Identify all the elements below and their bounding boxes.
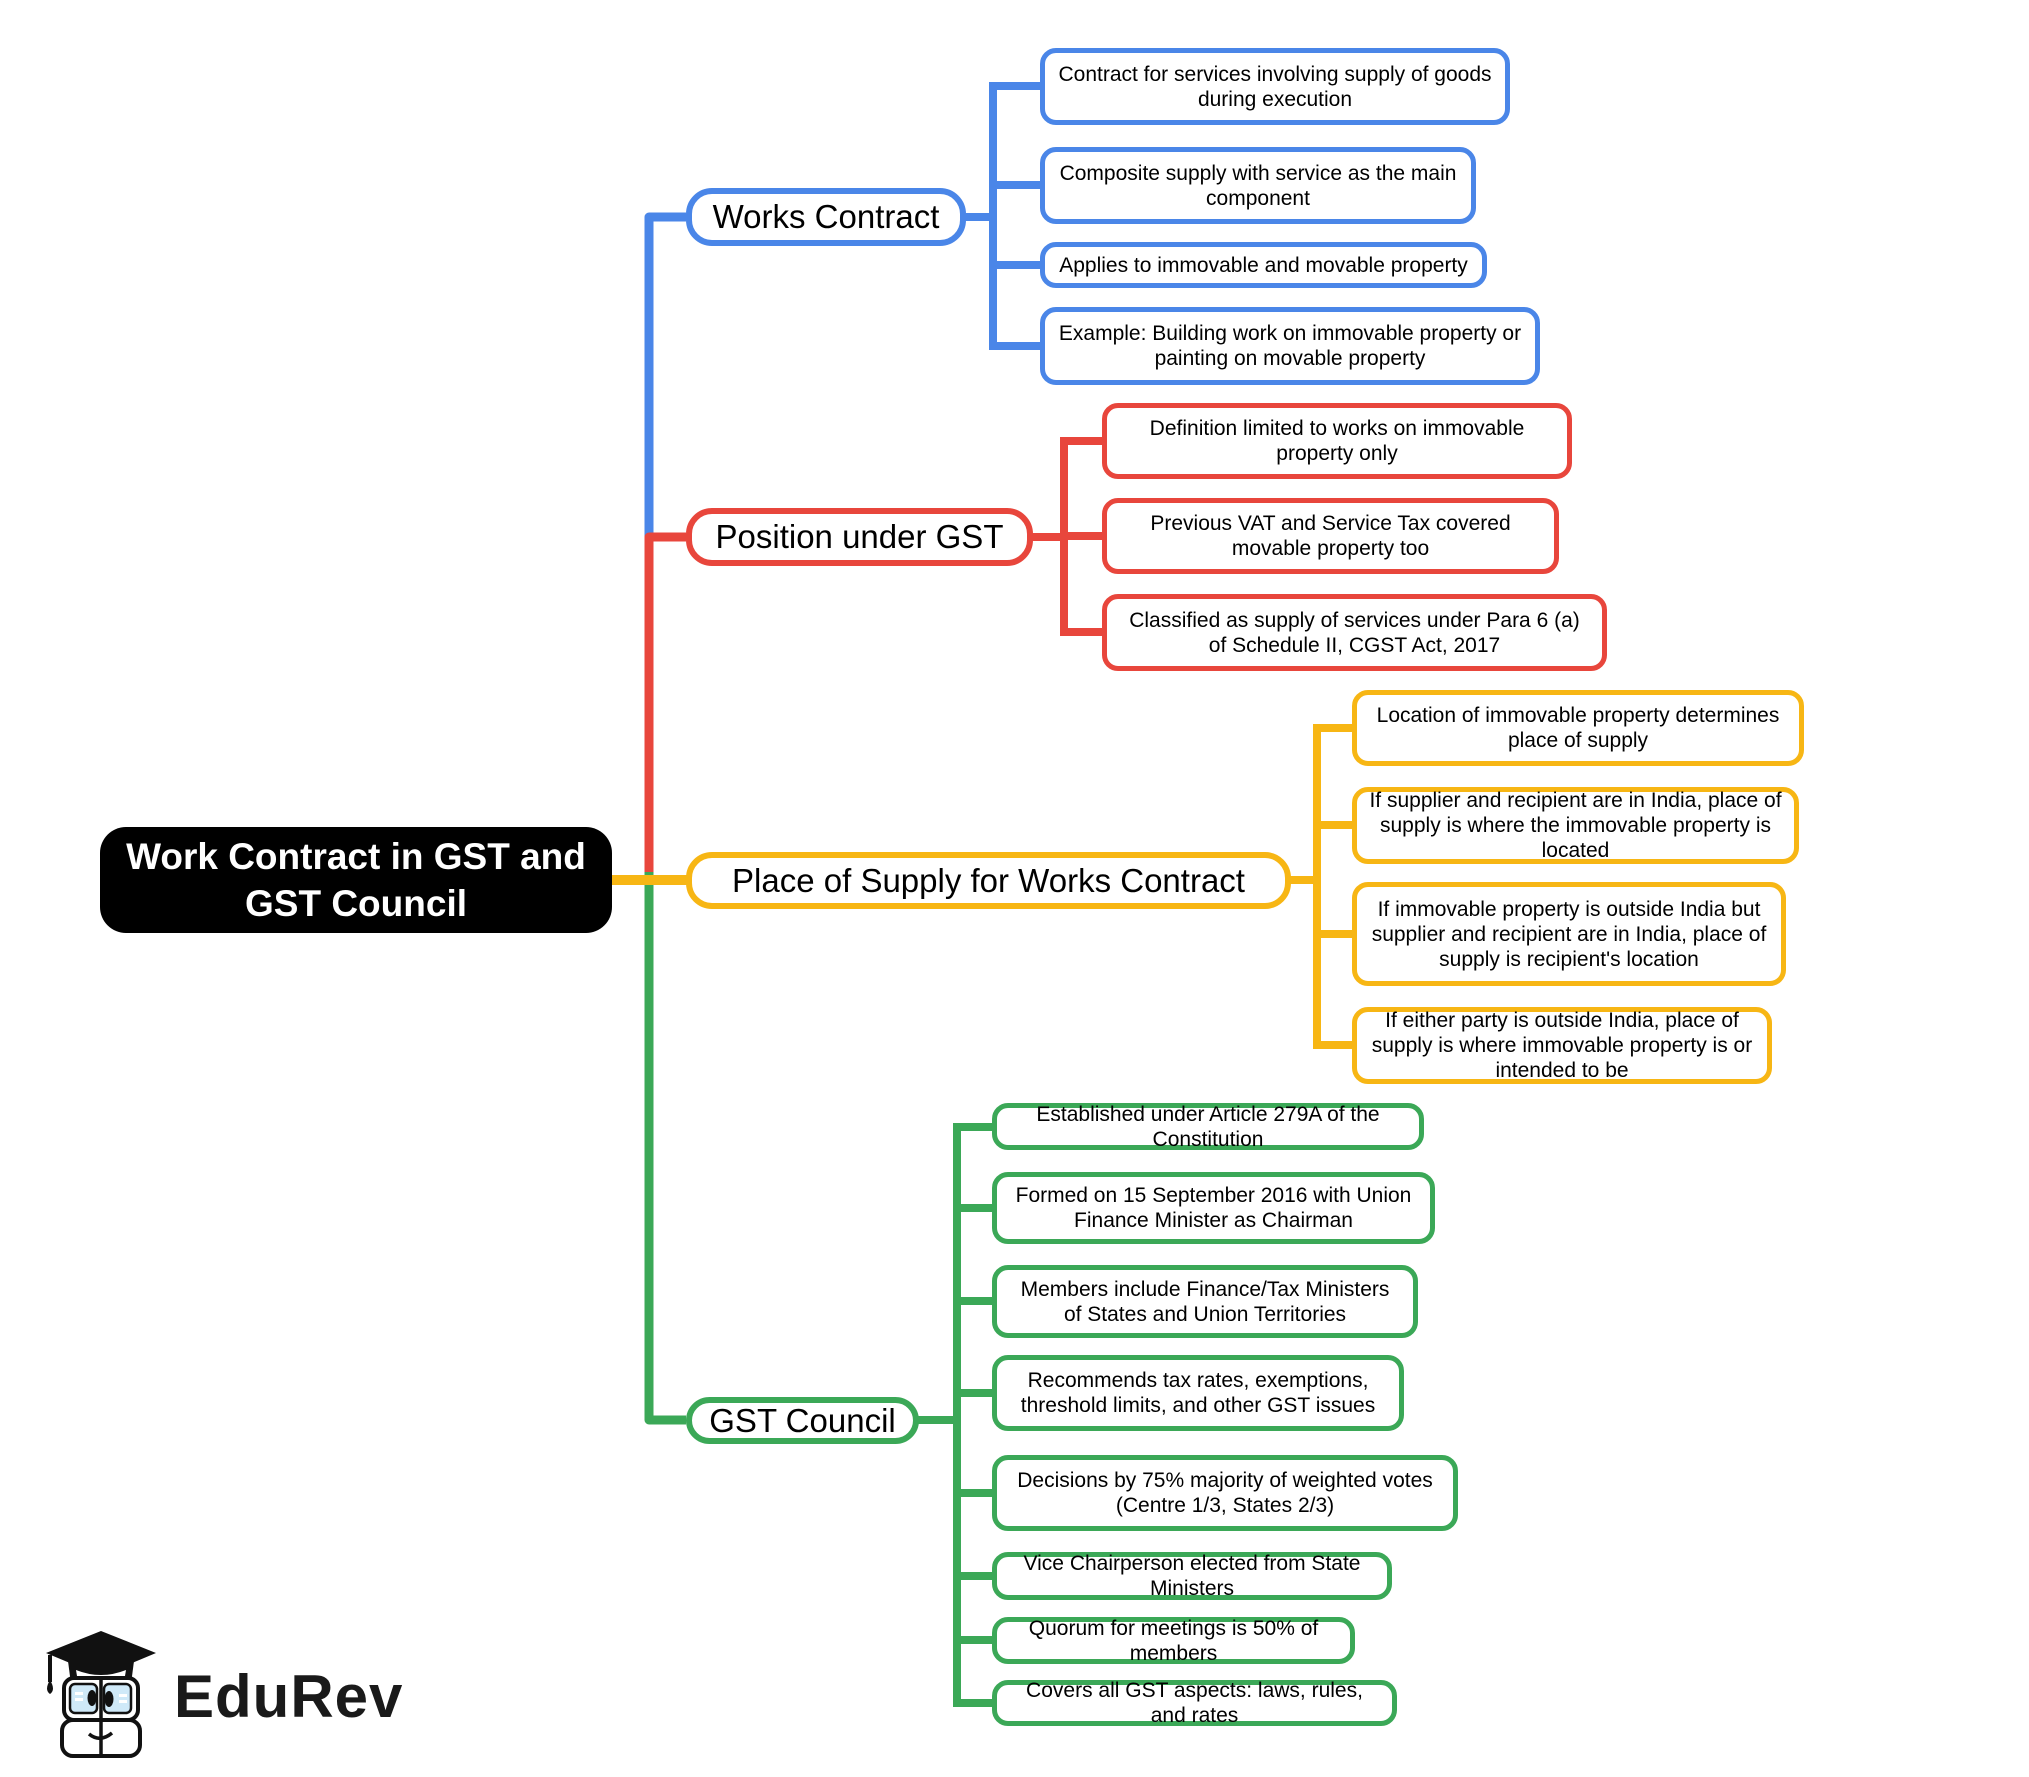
branch-position-under-gst: Position under GST <box>686 508 1033 566</box>
leaf-node: Classified as supply of services under P… <box>1102 594 1607 671</box>
leaf-node: Members include Finance/Tax Ministers of… <box>992 1265 1418 1338</box>
branch-gst-council: GST Council <box>686 1397 919 1444</box>
edurev-logo: EduRev <box>42 1628 403 1765</box>
leaf-node: Contract for services involving supply o… <box>1040 48 1510 125</box>
leaf-node: If supplier and recipient are in India, … <box>1352 787 1799 864</box>
leaf-node: Example: Building work on immovable prop… <box>1040 307 1540 385</box>
leaf-node: Recommends tax rates, exemptions, thresh… <box>992 1355 1404 1431</box>
leaf-node: Established under Article 279A of the Co… <box>992 1103 1424 1151</box>
leaf-node: If either party is outside India, place … <box>1352 1007 1772 1084</box>
branch-works-contract: Works Contract <box>686 188 966 246</box>
leaf-node: Vice Chairperson elected from State Mini… <box>992 1552 1392 1600</box>
leaf-node: Location of immovable property determine… <box>1352 690 1804 766</box>
leaf-node: Decisions by 75% majority of weighted vo… <box>992 1455 1458 1531</box>
leaf-node: Definition limited to works on immovable… <box>1102 403 1572 479</box>
leaf-node: Composite supply with service as the mai… <box>1040 147 1476 224</box>
branch-place-of-supply: Place of Supply for Works Contract <box>686 852 1291 909</box>
root-node: Work Contract in GST and GST Council <box>100 827 612 933</box>
leaf-node: Formed on 15 September 2016 with Union F… <box>992 1172 1435 1244</box>
edurev-mascot-icon <box>42 1628 160 1765</box>
leaf-node: If immovable property is outside India b… <box>1352 882 1786 986</box>
edurev-logo-text: EduRev <box>174 1663 404 1730</box>
leaf-node: Quorum for meetings is 50% of members <box>992 1617 1355 1665</box>
leaf-node: Previous VAT and Service Tax covered mov… <box>1102 498 1559 574</box>
leaf-node: Applies to immovable and movable propert… <box>1040 242 1487 288</box>
leaf-node: Covers all GST aspects: laws, rules, and… <box>992 1679 1397 1727</box>
